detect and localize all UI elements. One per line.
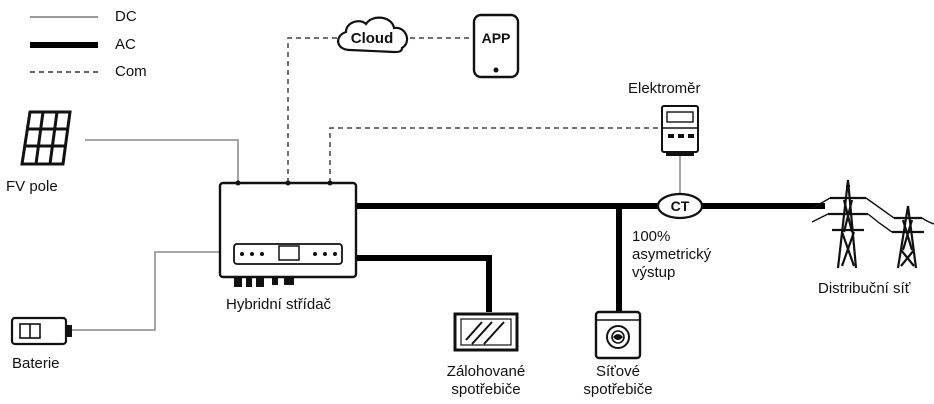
ac-lines <box>357 203 825 312</box>
grid-loads-label-line1: Síťové <box>596 363 640 380</box>
com-lines <box>287 37 660 183</box>
asym-line2: asymetrický <box>632 246 712 263</box>
transmission-tower-icon <box>811 179 934 269</box>
cloud-icon <box>337 16 409 54</box>
energy-meter-icon <box>661 105 699 156</box>
grid-loads-label: Síťové spotřebiče <box>562 363 674 399</box>
asym-line1: 100% <box>632 228 671 245</box>
backup-loads-icon <box>453 312 519 352</box>
pv-label: FV pole <box>6 178 58 195</box>
app-phone-icon <box>472 13 520 79</box>
app-label: APP <box>482 30 511 46</box>
asymmetric-output-label: 100% asymetrický výstup <box>632 228 711 282</box>
pv-panel-icon <box>20 110 72 166</box>
grid-label: Distribuční síť <box>818 280 911 297</box>
dc-lines <box>72 139 681 331</box>
ct-label: CT <box>671 198 690 214</box>
grid-loads-icon <box>594 310 642 360</box>
meter-label: Elektroměr <box>628 80 701 97</box>
battery-label: Baterie <box>12 355 60 372</box>
cloud-label: Cloud <box>351 30 394 47</box>
legend-com-label: Com <box>115 63 147 80</box>
ct-sensor <box>656 192 704 220</box>
backup-loads-label-line1: Zálohované <box>446 363 526 380</box>
battery-icon <box>10 316 72 346</box>
legend-dc-label: DC <box>115 8 137 25</box>
asym-line3: výstup <box>632 264 676 281</box>
backup-loads-label: Zálohované spotřebiče <box>430 363 542 399</box>
grid-loads-label-line2: spotřebiče <box>583 381 653 398</box>
backup-loads-label-line2: spotřebiče <box>451 381 521 398</box>
inverter-label: Hybridní střídač <box>226 296 332 313</box>
inverter-icon <box>218 180 358 287</box>
legend-ac-label: AC <box>115 36 136 53</box>
